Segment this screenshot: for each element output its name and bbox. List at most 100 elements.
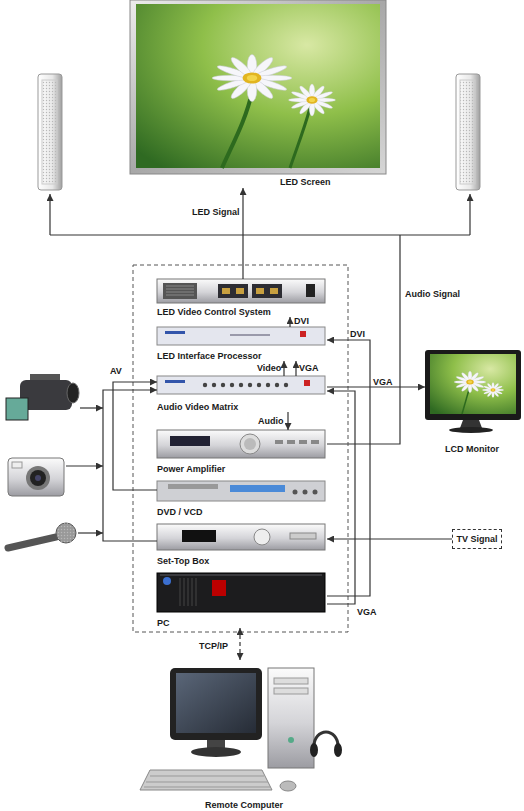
remote-computer-image — [310, 743, 318, 757]
set-top-device — [182, 530, 216, 542]
signal-connector — [295, 361, 296, 376]
set-top-device — [157, 524, 325, 550]
dvd-device — [303, 490, 308, 495]
amplifier-device — [311, 440, 319, 444]
signal-connector — [283, 361, 284, 376]
video-control-device — [166, 286, 194, 295]
input-wire — [78, 532, 103, 533]
set-top-device — [157, 524, 325, 550]
video-control-device — [256, 288, 264, 294]
amplifier-device — [170, 436, 210, 446]
matrix-device — [304, 380, 310, 386]
amplifier-device — [287, 440, 295, 444]
led-screen: LED Screen — [130, 0, 386, 188]
matrix-device — [284, 383, 288, 387]
signal-connector — [287, 412, 288, 430]
pc-device — [163, 577, 171, 585]
speaker — [38, 74, 480, 190]
interface-processor-device — [230, 334, 270, 336]
camera-image — [12, 462, 22, 468]
audio-wire — [49, 194, 50, 235]
audio-wire — [469, 194, 470, 235]
amplifier-device — [299, 440, 307, 444]
camcorder-image — [6, 398, 28, 420]
signal-label: AV — [110, 366, 122, 376]
amplifier-device — [240, 434, 260, 454]
monitor-box: LCD Monitor — [425, 350, 522, 455]
matrix-device — [212, 383, 216, 387]
camcorder-image — [6, 374, 79, 420]
camera-image — [30, 470, 46, 486]
video-control-device — [236, 288, 244, 294]
remote-computer-image — [314, 732, 338, 746]
video-control-device — [252, 284, 282, 298]
camera-image — [8, 458, 64, 496]
pc-device — [212, 580, 226, 596]
lcd-monitor-image — [449, 427, 493, 433]
video-control-device — [270, 288, 278, 294]
pc-device — [157, 573, 325, 612]
lcd-monitor-image — [460, 420, 482, 428]
connector-label: VGA — [357, 607, 377, 617]
audio-wire — [327, 235, 400, 444]
matrix-device — [157, 376, 325, 394]
remote-computer-image — [140, 668, 342, 791]
node-label: Set-Top Box — [157, 556, 209, 566]
input-wire — [66, 408, 103, 533]
matrix-device — [221, 383, 225, 387]
remote-computer-image — [280, 781, 296, 791]
node-label: TV Signal — [456, 534, 497, 544]
set-top-box: Set-Top Box — [157, 524, 327, 566]
led-screen-image — [288, 84, 335, 116]
node-label: LED Video Control System — [157, 307, 271, 317]
video-control-device — [157, 279, 325, 303]
input-wire — [66, 465, 103, 466]
led-screen-image — [136, 4, 380, 168]
connector-label: VGA — [299, 363, 319, 373]
matrix-device — [266, 383, 270, 387]
signal-connector — [289, 317, 290, 327]
remote-computer-image — [288, 737, 294, 743]
matrix-device — [230, 383, 234, 387]
matrix-device — [165, 380, 185, 383]
set-top-device — [290, 533, 316, 539]
amplifier-device — [244, 438, 256, 450]
led-screen-image — [130, 0, 386, 174]
speaker — [42, 80, 57, 184]
microphone-image — [8, 537, 56, 548]
dvd-device — [168, 484, 218, 489]
speaker — [456, 74, 480, 190]
node-label: LED Screen — [280, 177, 331, 187]
interface-processor-device — [157, 327, 325, 345]
matrix-device — [239, 383, 243, 387]
lcd-monitor-image — [430, 354, 516, 414]
remote-computer-image — [191, 747, 241, 757]
video-control-device — [157, 279, 325, 303]
video-control-device — [306, 284, 315, 297]
node-label: LCD Monitor — [445, 444, 499, 454]
camera-image — [35, 475, 41, 481]
remote-computer-image — [268, 668, 314, 768]
equipment-rack-outline — [133, 265, 348, 632]
player-box: DVD / VCD — [157, 481, 327, 517]
pc-device — [160, 574, 322, 576]
set-top-device — [254, 529, 270, 545]
video-control-device — [218, 284, 248, 298]
remote-computer-image — [144, 776, 270, 787]
signal-connector — [327, 538, 452, 539]
signal-connector — [327, 391, 355, 604]
connector-label: DVI — [350, 329, 365, 339]
connector-label: TCP/IP — [199, 641, 228, 651]
camcorder-image — [67, 383, 79, 403]
signal-connector — [103, 390, 157, 541]
interface-processor-device — [165, 331, 185, 334]
audio-wire — [50, 194, 470, 444]
connector-label: Audio — [258, 416, 284, 426]
lcd-monitor-image — [425, 350, 521, 420]
matrix-device — [157, 376, 325, 394]
node-label: PC — [157, 618, 170, 628]
connector-label: Video — [257, 363, 281, 373]
remote-computer-image — [274, 678, 308, 684]
video-control-device — [163, 283, 197, 299]
